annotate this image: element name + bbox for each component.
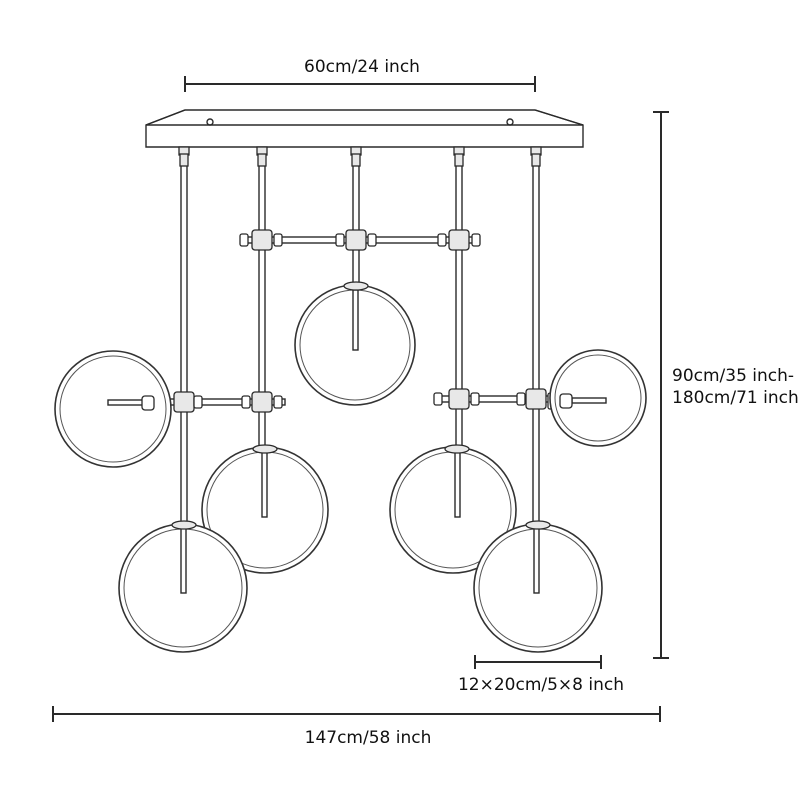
globe-center-top <box>294 281 416 406</box>
globe-size-dimension: 12×20cm/5×8 inch <box>458 655 624 695</box>
total-width-label: 147cm/58 inch <box>305 728 432 748</box>
globe-left-middle <box>201 444 329 574</box>
globe-size-label: 12×20cm/5×8 inch <box>458 675 624 695</box>
height-label-line1: 90cm/35 inch- <box>672 366 794 386</box>
upper-joint-center <box>335 229 377 251</box>
height-dimension: 90cm/35 inch- 180cm/71 inch <box>653 111 799 659</box>
globe-left-bottom <box>118 520 248 653</box>
canopy-width-label: 60cm/24 inch <box>304 57 420 77</box>
ceiling-canopy <box>145 109 584 148</box>
side-stems <box>107 393 607 411</box>
upper-crossbar <box>239 229 481 251</box>
globe-far-left <box>54 350 172 468</box>
globe-right-middle <box>389 444 517 574</box>
upper-joint-right <box>437 229 481 251</box>
height-label-line2: 180cm/71 inch <box>672 388 799 408</box>
glass-globes <box>54 281 647 653</box>
canopy-width-dimension: 60cm/24 inch <box>184 57 536 92</box>
globe-right-bottom <box>473 520 603 653</box>
canopy-screw-left <box>206 118 214 126</box>
upper-joint-left <box>239 229 283 251</box>
canopy-screw-right <box>506 118 514 126</box>
total-width-dimension: 147cm/58 inch <box>52 706 661 748</box>
